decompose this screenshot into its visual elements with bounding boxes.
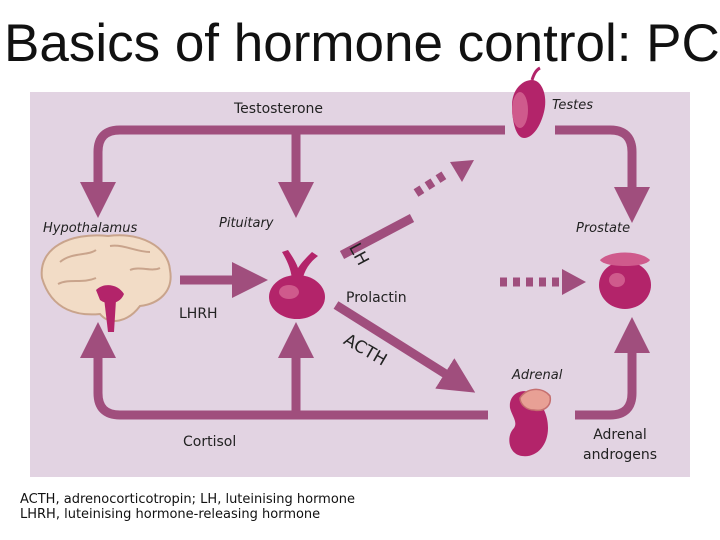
testes-label: Testes	[552, 98, 593, 113]
lh-arrowhead	[450, 160, 474, 182]
adrenal-kidney-illustration	[509, 388, 552, 457]
cortisol-feedback-arrow	[80, 322, 488, 420]
adrenal-androgens-line2: androgens	[582, 447, 658, 463]
acth-arrow	[333, 301, 476, 393]
adrenal-androgens-label: Adrenal androgens	[580, 425, 660, 465]
testes-to-prostate-arrow	[555, 125, 650, 223]
pituitary-illustration	[269, 250, 325, 319]
adrenal-androgens-arrow	[575, 317, 650, 420]
brain-illustration	[40, 234, 172, 332]
prostate-label: Prostate	[576, 221, 631, 236]
testosterone-label: Testosterone	[234, 101, 324, 117]
testes-illustration	[512, 66, 546, 138]
testosterone-feedback-arrow	[80, 125, 505, 218]
lh-dotted-arrow	[413, 170, 449, 197]
pituitary-label: Pituitary	[219, 216, 274, 231]
footnote-line2: LHRH, luteinising hormone-releasing horm…	[20, 507, 321, 522]
lhrh-label: LHRH	[179, 306, 218, 322]
footnote-line1: ACTH, adrenocorticotropin; LH, luteinisi…	[20, 492, 356, 507]
hypothalamus-label: Hypothalamus	[43, 221, 138, 236]
adrenal-label: Adrenal	[512, 368, 563, 383]
lh-arrow	[339, 214, 415, 259]
footnote: ACTH, adrenocorticotropin; LH, luteinisi…	[20, 492, 355, 522]
cortisol-label: Cortisol	[183, 434, 237, 450]
adrenal-androgens-line1: Adrenal	[593, 427, 647, 443]
slide-title: Basics of hormone control: PCa	[4, 14, 720, 73]
prolactin-label: Prolactin	[346, 290, 407, 306]
prolactin-arrowhead	[562, 269, 586, 295]
prostate-illustration	[599, 252, 651, 309]
